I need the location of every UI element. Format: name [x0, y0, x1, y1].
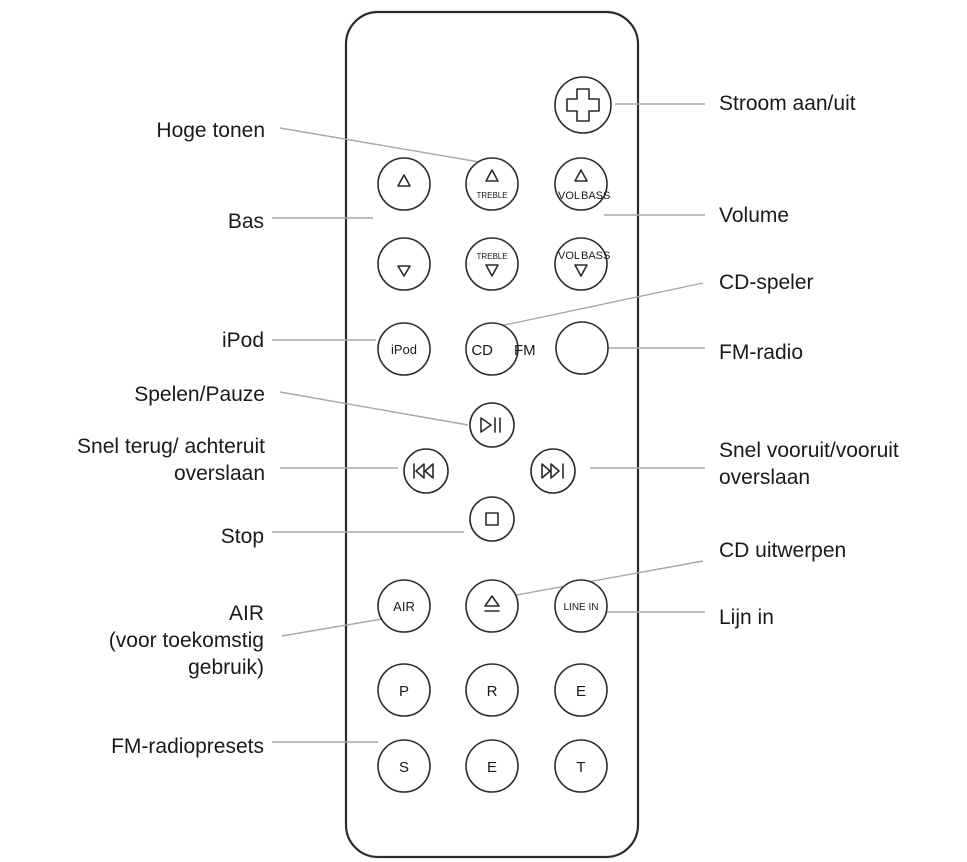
- play-pause-icon: [480, 417, 501, 433]
- triangle-up-icon: [574, 169, 588, 182]
- preset-r-button[interactable]: R: [465, 663, 519, 717]
- treble-up-text: TREBLE: [476, 191, 507, 200]
- line-in-text: LINE IN: [563, 602, 598, 613]
- triangle-up-icon: [485, 169, 499, 182]
- label-rewind-line2: overslaan: [173, 462, 265, 485]
- leader-play-pause: [279, 391, 469, 426]
- rewind-button[interactable]: [403, 448, 449, 494]
- label-cd-player: CD-speler: [719, 271, 814, 294]
- power-plus-icon: [566, 88, 600, 122]
- cd-text: CD: [471, 342, 493, 359]
- triangle-down-icon: [485, 264, 499, 277]
- bass-up-text: BASS: [581, 190, 610, 202]
- label-power: Stroom aan/uit: [719, 92, 856, 115]
- leader-air: [281, 617, 389, 637]
- preset-e1-button[interactable]: E: [554, 663, 608, 717]
- power-button[interactable]: [554, 76, 612, 134]
- triangle-down-icon: [574, 264, 588, 277]
- ipod-button[interactable]: iPod: [377, 322, 431, 376]
- play-pause-button[interactable]: [469, 402, 515, 448]
- label-air-line1: AIR: [228, 602, 264, 625]
- treble-up-button[interactable]: TREBLE: [465, 157, 519, 211]
- label-volume: Volume: [719, 204, 790, 227]
- label-rewind-line1: Snel terug/ achteruit: [77, 435, 265, 458]
- preset-e2-text: E: [487, 759, 497, 776]
- preset-p-button[interactable]: P: [377, 663, 431, 717]
- bass-down-button[interactable]: [377, 237, 431, 291]
- label-rewind: Snel terug/ achteruit overslaan: [77, 433, 265, 487]
- line-in-button[interactable]: LINE IN: [554, 579, 608, 633]
- ipod-text: iPod: [391, 342, 417, 357]
- fm-radio-button[interactable]: [555, 321, 609, 375]
- vol-down-text: VOL: [558, 250, 580, 262]
- eject-button[interactable]: [465, 579, 519, 633]
- triangle-down-icon: [397, 265, 411, 277]
- label-fm-radio: FM-radio: [719, 341, 804, 364]
- cd-button[interactable]: CD: [465, 322, 519, 376]
- stop-square-icon: [485, 512, 499, 526]
- fm-text: FM: [514, 342, 536, 359]
- label-stop: Stop: [220, 525, 264, 548]
- preset-t-text: T: [576, 759, 585, 776]
- fast-forward-icon: [541, 463, 564, 479]
- label-treble: Hoge tonen: [156, 119, 265, 142]
- leader-eject: [499, 560, 704, 599]
- label-presets: FM-radiopresets: [111, 735, 264, 758]
- label-air-line3: gebruik): [188, 656, 264, 679]
- bass-down-text: BASS: [581, 250, 610, 262]
- bass-up-button[interactable]: [377, 157, 431, 211]
- eject-icon: [484, 595, 500, 612]
- volume-down-button[interactable]: VOL BASS: [554, 237, 610, 291]
- preset-t-button[interactable]: T: [554, 739, 608, 793]
- stop-button[interactable]: [469, 496, 515, 542]
- label-forward-line2: overslaan: [719, 466, 811, 489]
- leader-lines: [272, 103, 705, 743]
- air-text: AIR: [393, 599, 415, 614]
- preset-s-text: S: [399, 759, 409, 776]
- label-air: AIR (voor toekomstig gebruik): [109, 600, 264, 681]
- label-line-in: Lijn in: [719, 606, 774, 629]
- preset-e1-text: E: [576, 683, 586, 700]
- leader-cd-player: [499, 282, 704, 327]
- preset-r-text: R: [487, 683, 498, 700]
- label-air-line2: (voor toekomstig: [108, 629, 264, 652]
- leader-treble: [279, 127, 498, 166]
- label-forward: Snel vooruit/vooruit overslaan: [719, 437, 899, 491]
- fast-forward-button[interactable]: [530, 448, 576, 494]
- label-play-pause: Spelen/Pauze: [134, 383, 265, 406]
- air-button[interactable]: AIR: [377, 579, 431, 633]
- label-bass: Bas: [227, 210, 264, 233]
- label-ipod: iPod: [221, 329, 264, 352]
- rewind-icon: [413, 463, 434, 479]
- triangle-up-icon: [397, 174, 411, 187]
- preset-s-button[interactable]: S: [377, 739, 431, 793]
- vol-up-text: VOL: [558, 190, 580, 202]
- preset-p-text: P: [399, 683, 409, 700]
- treble-down-text: TREBLE: [476, 252, 507, 261]
- preset-e2-button[interactable]: E: [465, 739, 519, 793]
- label-eject: CD uitwerpen: [719, 539, 847, 562]
- volume-up-button[interactable]: VOL BASS: [554, 157, 610, 211]
- treble-down-button[interactable]: TREBLE: [465, 237, 519, 291]
- label-forward-line1: Snel vooruit/vooruit: [719, 439, 899, 462]
